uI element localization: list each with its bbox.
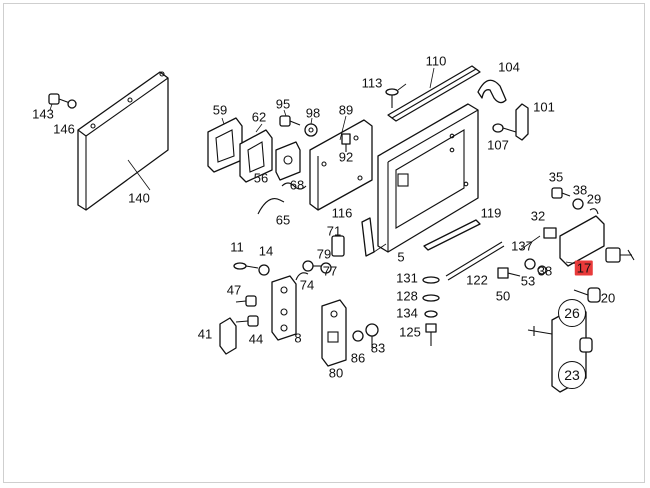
label-119: 119: [480, 205, 502, 221]
leader-lines: [49, 67, 579, 265]
part-95-screw: [279, 115, 301, 127]
label-53: 53: [520, 273, 536, 289]
label-113: 113: [361, 75, 383, 91]
label-79: 79: [316, 246, 332, 262]
label-77: 77: [322, 263, 338, 279]
part-134-nut: [424, 310, 438, 318]
part-83-screw: [365, 323, 379, 348]
label-134: 134: [396, 305, 418, 321]
part-41-bracket: [219, 317, 237, 355]
part-101-handle: [515, 103, 529, 141]
label-89: 89: [338, 102, 354, 118]
label-44: 44: [248, 331, 264, 347]
label-68: 68: [289, 177, 305, 193]
part-137-pin: [524, 258, 536, 270]
part-122-rod: [445, 241, 505, 281]
label-74: 74: [299, 277, 315, 293]
part-38-washer: [572, 198, 584, 210]
label-140: 140: [128, 190, 150, 206]
label-86: 86: [350, 350, 366, 366]
label-128: 128: [396, 288, 418, 304]
part-59-frame: [207, 117, 243, 173]
label-11: 11: [230, 239, 244, 255]
part-50-bolt: [497, 267, 521, 279]
label-125: 125: [399, 324, 421, 340]
label-107: 107: [487, 137, 509, 153]
label-110: 110: [425, 53, 447, 69]
part-77-washer: [320, 262, 332, 274]
label-143: 143: [32, 106, 54, 122]
label-41: 41: [197, 326, 213, 342]
part-125-bolt: [425, 323, 437, 346]
label-131: 131: [396, 270, 418, 286]
part-68-clip: [281, 182, 307, 190]
diagram-frame: [3, 3, 645, 483]
label-98: 98: [305, 105, 321, 121]
label-95: 95: [275, 96, 291, 112]
part-8-plate: [271, 275, 297, 341]
label-104: 104: [498, 59, 520, 75]
label-38: 38: [572, 182, 588, 198]
label-26-circle: 26: [558, 299, 586, 327]
label-38-lower: 38: [537, 263, 553, 279]
label-101: 101: [533, 99, 555, 115]
part-56-latch: [275, 141, 301, 181]
label-71: 71: [326, 223, 342, 239]
label-137: 137: [511, 238, 533, 254]
label-56: 56: [253, 170, 269, 186]
part-128-washer: [422, 294, 440, 302]
part-62-frame: [239, 129, 273, 183]
label-65: 65: [275, 212, 291, 228]
part-71-hinge: [331, 235, 345, 257]
part-11-screw: [233, 262, 259, 270]
part-35-screw: [551, 187, 571, 199]
label-122: 122: [466, 272, 488, 288]
part-32-plate: [543, 227, 557, 239]
part-131-washer: [422, 276, 440, 284]
part-79-screw: [302, 260, 322, 272]
label-14: 14: [258, 243, 274, 259]
part-119-strip: [423, 219, 481, 251]
part-116-strip: [361, 217, 375, 257]
part-44-screw: [235, 315, 259, 327]
part-113-screw: [385, 88, 399, 108]
label-17-highlighted[interactable]: 17: [574, 260, 594, 276]
part-107-screw: [492, 123, 517, 133]
part-74-link: [295, 272, 309, 281]
label-8: 8: [294, 330, 302, 346]
part-38b-washer: [537, 265, 547, 275]
part-110-rail: [387, 65, 481, 122]
label-83: 83: [370, 340, 386, 356]
label-23-circle: 23: [558, 361, 586, 389]
part-29-clip: [589, 208, 599, 215]
label-62: 62: [251, 109, 267, 125]
part-80-striker: [321, 299, 347, 367]
part-140-panel: [77, 71, 169, 211]
label-59: 59: [212, 102, 228, 118]
label-20: 20: [600, 290, 616, 306]
part-104-bracket: [477, 79, 507, 104]
label-29: 29: [586, 191, 602, 207]
part-89-plate: [309, 119, 373, 211]
label-32: 32: [530, 208, 546, 224]
label-35: 35: [548, 169, 564, 185]
part-92-bolt: [341, 133, 351, 152]
label-116: 116: [331, 205, 353, 221]
label-50: 50: [495, 288, 511, 304]
part-98-washer: [304, 123, 318, 137]
part-20-key: [573, 287, 601, 303]
part-lock-assembly: [559, 215, 635, 267]
label-146: 146: [53, 121, 75, 137]
part-5-door: [377, 103, 479, 253]
label-92: 92: [338, 149, 354, 165]
part-14-washer: [258, 264, 270, 276]
label-5: 5: [397, 249, 405, 265]
part-86-washer: [352, 330, 364, 342]
part-65-rod: [257, 198, 285, 215]
part-47-screw: [235, 295, 257, 307]
label-47: 47: [226, 282, 242, 298]
label-80: 80: [328, 365, 344, 381]
part-143-screw: [48, 93, 77, 109]
